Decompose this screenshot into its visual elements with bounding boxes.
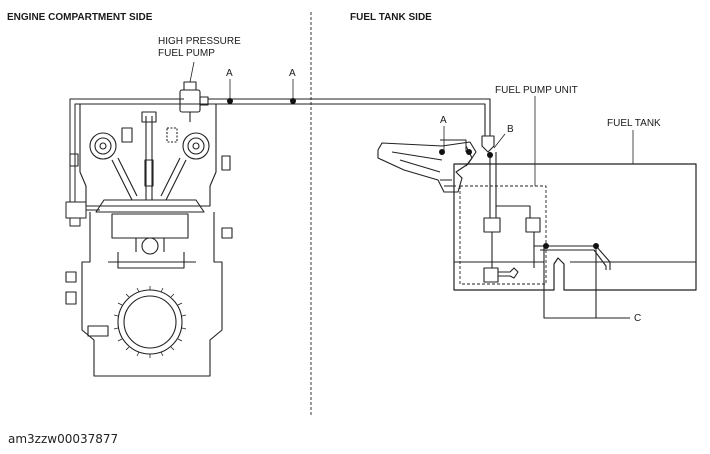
point-b [487, 152, 493, 158]
fuel-pump-unit-label: FUEL PUMP UNIT [495, 85, 578, 96]
connector-b [481, 133, 506, 153]
main-fuel-line [208, 98, 491, 136]
point-a-4 [466, 149, 472, 155]
fuel-tank [453, 163, 697, 291]
high-pressure-fuel-pump [179, 81, 209, 122]
intake-cam-sprocket [89, 132, 117, 160]
point-a-1 [227, 98, 233, 104]
junction-points [227, 98, 599, 249]
filler-neck [377, 141, 477, 193]
point-c-2 [593, 243, 599, 249]
fuel-tank-label: FUEL TANK [607, 118, 661, 129]
crank-gear-teeth [113, 286, 187, 358]
image-id-caption: am3zzw00037877 [8, 432, 119, 446]
return-line-c [534, 245, 630, 319]
fuel-tank-side-header: FUEL TANK SIDE [350, 12, 432, 23]
high-pressure-pump-label-1: HIGH PRESSURE [158, 36, 241, 47]
point-c-1 [543, 243, 549, 249]
marker-c: C [634, 313, 642, 324]
engine [65, 103, 233, 377]
engine-side-header: ENGINE COMPARTMENT SIDE [7, 12, 153, 23]
marker-a-2: A [289, 68, 296, 79]
high-pressure-pump-label-2: FUEL PUMP [158, 48, 215, 59]
crank-pulley [117, 289, 183, 355]
marker-a-1: A [226, 68, 233, 79]
point-a-2 [290, 98, 296, 104]
fuel-pump-unit [459, 152, 547, 285]
marker-b: B [507, 124, 514, 135]
engine-fuel-rail [65, 98, 184, 227]
exhaust-cam-sprocket [182, 132, 210, 160]
point-a-3 [439, 149, 445, 155]
marker-a-3: A [440, 115, 447, 126]
